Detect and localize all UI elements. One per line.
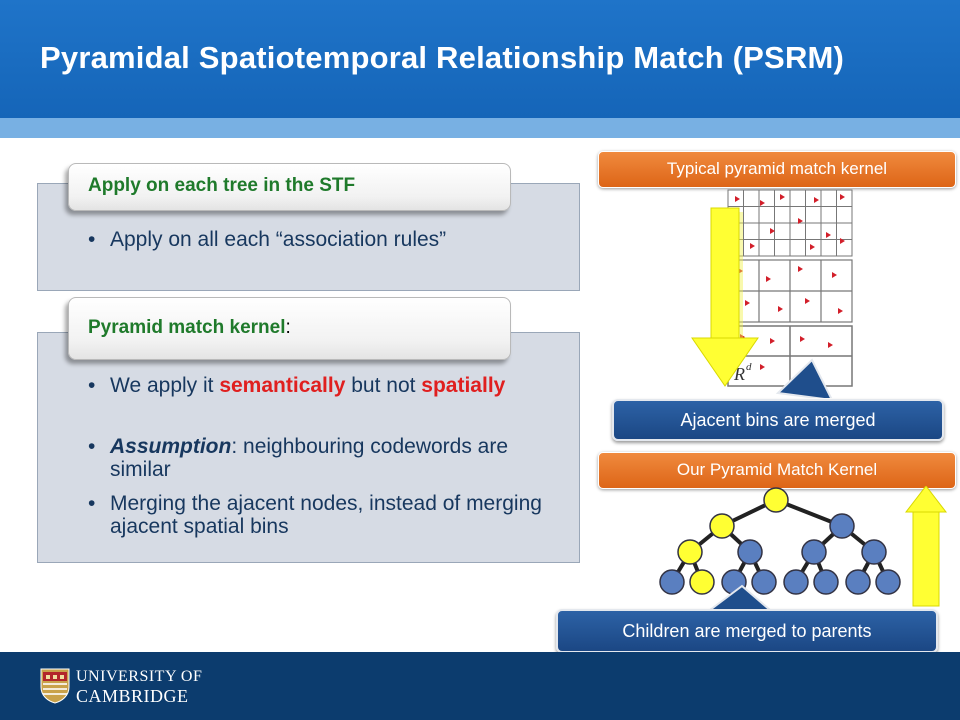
assumption-label: Assumption bbox=[110, 435, 232, 458]
panel-tab-pyramid-match bbox=[68, 297, 511, 360]
tree-merge-illustration bbox=[659, 486, 948, 611]
university-crest-icon bbox=[40, 668, 70, 704]
bullet-text: Merging the ajacent nodes, instead of me… bbox=[110, 492, 542, 538]
callout-children-merged: Children are merged to parents bbox=[556, 609, 938, 653]
tab-title: Pyramid match kernel bbox=[88, 317, 286, 338]
bullet-icon: • bbox=[88, 374, 96, 397]
bullet-text: : neighbouring codewords are similar bbox=[110, 435, 509, 481]
down-arrow-icon bbox=[691, 207, 759, 387]
grid-superscript: d bbox=[746, 361, 752, 373]
bullet-icon: • bbox=[88, 228, 96, 251]
fine-grid bbox=[727, 189, 853, 257]
label-typical-pyramid-kernel: Typical pyramid match kernel bbox=[598, 151, 956, 188]
panel-pyramid-match bbox=[37, 332, 580, 563]
header-band bbox=[0, 118, 960, 138]
bullet-semantic: • We apply it semantically but not spati… bbox=[88, 374, 540, 397]
callout-adjacent-bins: Ajacent bins are merged bbox=[612, 399, 944, 441]
tab-colon: : bbox=[285, 317, 291, 338]
callout-pointer bbox=[775, 358, 833, 398]
emphasis-spatially: spatially bbox=[421, 374, 506, 397]
bullet-text-mid: but not bbox=[345, 374, 422, 397]
tree-nodes bbox=[659, 487, 901, 595]
bullet-assumption: • Assumption: neighbouring codewords are… bbox=[88, 435, 530, 481]
footer-bar bbox=[0, 652, 960, 720]
bullet-association-rules: • Apply on all each “association rules” bbox=[88, 228, 510, 251]
university-name-line2: CAMBRIDGE bbox=[76, 686, 189, 706]
point-markers bbox=[733, 194, 845, 374]
panel-tab-pyramid-match-label: Pyramid match kernel: bbox=[88, 317, 291, 339]
label-our-pyramid-kernel: Our Pyramid Match Kernel bbox=[598, 452, 956, 489]
coarse-grid bbox=[727, 325, 853, 387]
medium-grid bbox=[727, 259, 853, 323]
bullet-icon: • bbox=[88, 435, 96, 458]
emphasis-semantically: semantically bbox=[219, 374, 346, 397]
bullet-icon: • bbox=[88, 492, 96, 515]
header-bar bbox=[0, 0, 960, 118]
slide-title: Pyramidal Spatiotemporal Relationship Ma… bbox=[40, 40, 845, 75]
panel-tab-apply-tree-label: Apply on each tree in the STF bbox=[88, 175, 356, 196]
bullet-merging: • Merging the ajacent nodes, instead of … bbox=[88, 492, 550, 538]
bullet-text-pre: We apply it bbox=[110, 374, 220, 397]
panel-tab-apply-tree bbox=[68, 163, 511, 211]
university-name-line1: UNIVERSITY OF bbox=[76, 668, 203, 685]
pyramid-grid-illustration: R d bbox=[691, 189, 853, 398]
up-arrow-icon bbox=[904, 486, 948, 607]
bullet-text: Apply on all each “association rules” bbox=[110, 228, 447, 251]
